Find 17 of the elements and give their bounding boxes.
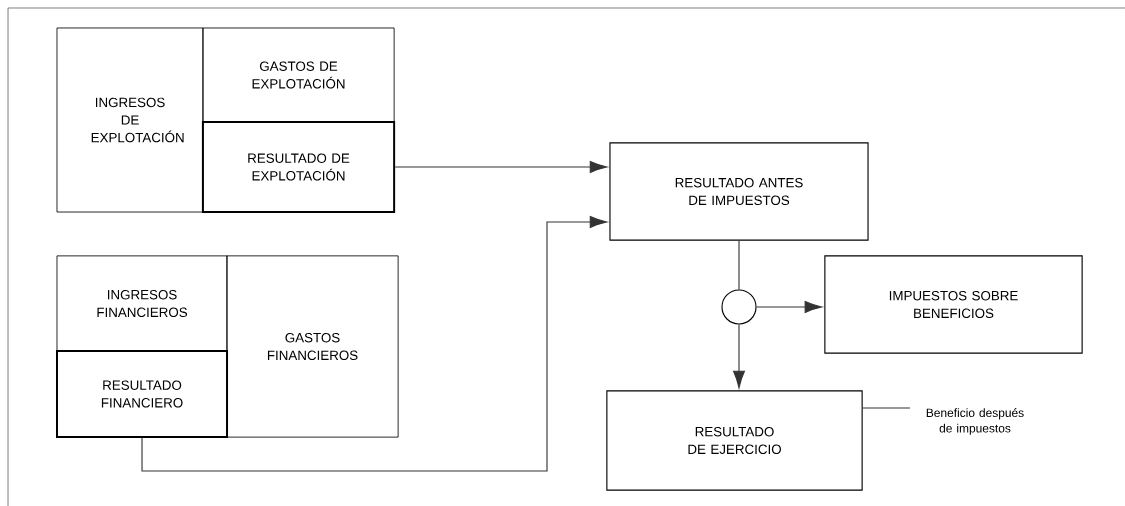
result-box: RESULTADO FINANCIERO — [56, 350, 229, 438]
junction-circle — [721, 289, 757, 325]
arrow — [733, 324, 745, 389]
annotation-text: Beneficio después de impuestos — [926, 408, 1024, 435]
text-box: INGRESOS DE EXPLOTACIÓN — [56, 27, 204, 213]
connector-line — [738, 240, 740, 290]
text-box: GASTOS FINANCIEROS — [226, 255, 399, 438]
process-box: RESULTADO ANTES DE IMPUESTOS — [609, 142, 869, 241]
text-box: INGRESOS FINANCIEROS — [56, 255, 228, 352]
text-box: GASTOS DE EXPLOTACIÓN — [202, 27, 395, 123]
result-box: RESULTADO DE EXPLOTACIÓN — [201, 121, 396, 213]
process-box: RESULTADO DE EJERCICIO — [606, 390, 863, 491]
arrow — [394, 161, 608, 173]
arrow — [141, 216, 608, 472]
arrow — [756, 301, 823, 313]
process-box: IMPUESTOS SOBRE BENEFICIOS — [824, 255, 1083, 354]
leader-line — [862, 407, 911, 409]
